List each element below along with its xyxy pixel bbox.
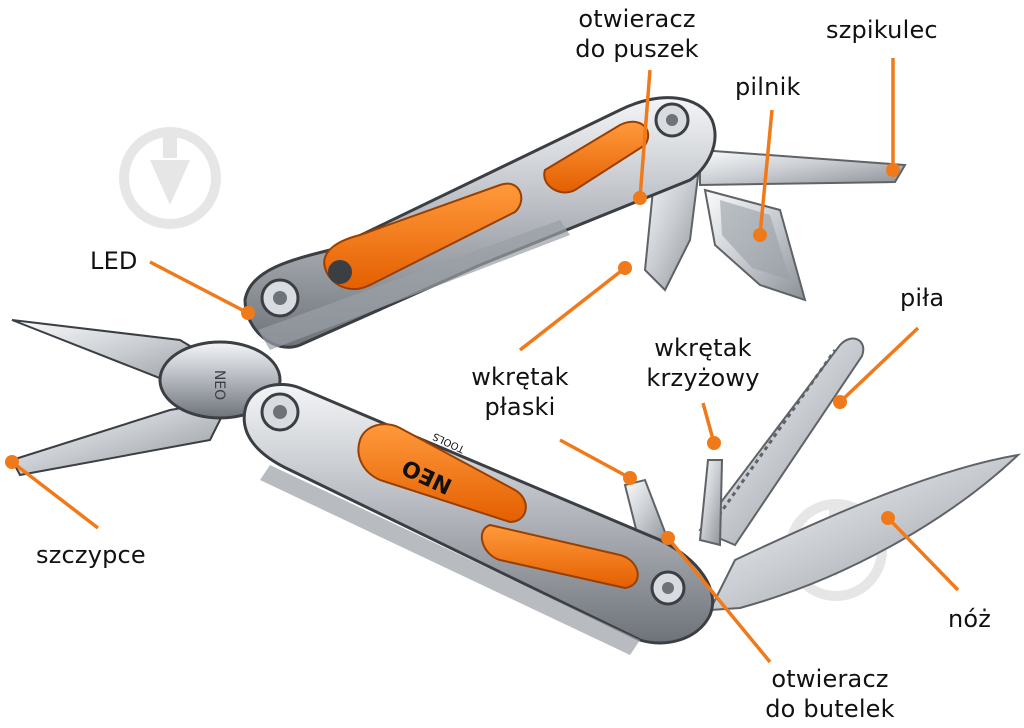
callout-led (149, 260, 255, 320)
upper-handle (243, 96, 717, 350)
label-knife: nóż (948, 604, 991, 634)
label-flat-line2: płaski (484, 393, 556, 421)
callout-pliers (5, 455, 100, 530)
label-phillips-line1: wkrętak (654, 334, 752, 362)
pliers: NEO (10, 319, 282, 477)
callout-phillips (701, 402, 721, 450)
callout-flat-low (559, 438, 637, 485)
label-phillips-line2: krzyżowy (646, 364, 760, 392)
callouts (5, 58, 960, 664)
callout-knife (881, 511, 960, 592)
label-led-text: LED (90, 247, 138, 275)
label-awl-text: szpikulec (826, 16, 938, 44)
label-phillips: wkrętak krzyżowy (628, 333, 778, 393)
file-blade (703, 188, 807, 302)
label-saw-text: piła (900, 284, 945, 312)
label-saw: piła (900, 283, 944, 313)
label-bottle-opener-line2: do butelek (765, 695, 895, 723)
callout-awl (886, 58, 900, 177)
label-can-opener-line1: otwieracz (578, 5, 696, 33)
label-pliers: szczypce (36, 540, 146, 570)
label-file: pilnik (735, 72, 801, 102)
label-bottle-opener-line1: otwieracz (771, 665, 889, 693)
label-can-opener: otwieracz do puszek (552, 4, 722, 64)
callout-bottle-opener (661, 531, 772, 664)
label-pliers-text: szczypce (36, 541, 146, 569)
label-bottle-opener: otwieracz do butelek (740, 664, 920, 724)
label-can-opener-line2: do puszek (575, 35, 699, 63)
label-flat: wkrętak płaski (440, 362, 600, 422)
callout-flat-high (518, 261, 632, 352)
phillips-blade (698, 459, 724, 547)
callout-file (753, 109, 774, 242)
label-flat-line1: wkrętak (471, 363, 569, 391)
label-knife-text: nóż (948, 605, 992, 633)
pliers-logo: NEO (211, 370, 227, 400)
saw-blade (698, 337, 865, 547)
callout-saw (833, 326, 920, 409)
lower-handle: NEO TOOLS (242, 383, 715, 655)
awl-blade (699, 148, 907, 187)
label-file-text: pilnik (735, 73, 801, 101)
label-awl: szpikulec (826, 15, 938, 45)
knife-blade (708, 453, 1022, 612)
callout-can-opener (633, 69, 652, 205)
label-led: LED (90, 246, 138, 276)
pen-watermark-icon (119, 127, 221, 229)
